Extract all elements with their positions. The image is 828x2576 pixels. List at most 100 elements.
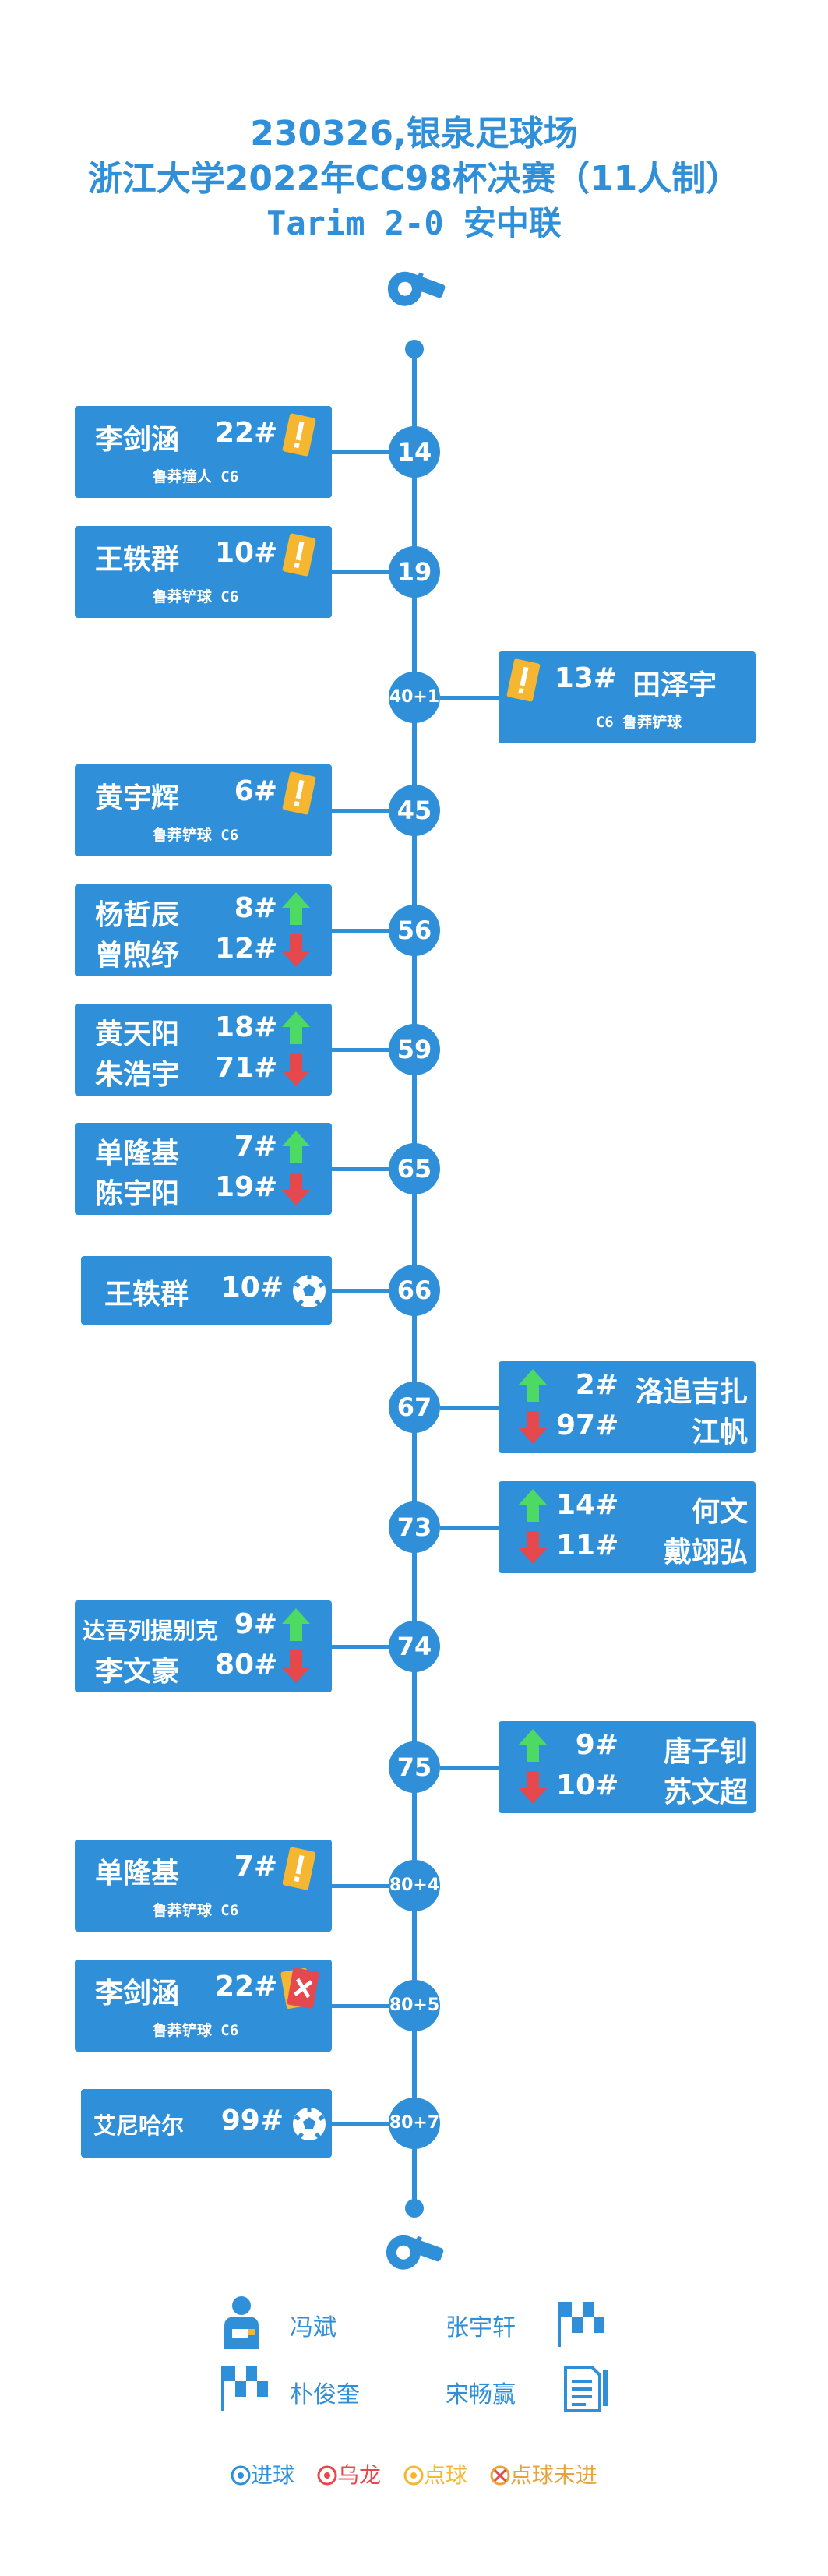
- sub-out-number: 97#: [556, 1410, 619, 1442]
- minute-marker: 80+5: [389, 1980, 440, 2031]
- sub-out-number: 80#: [215, 1649, 278, 1681]
- timeline-connector: [332, 929, 389, 933]
- timeline-connector: [332, 450, 389, 454]
- sub-out-player: 苏文超: [663, 1777, 748, 1808]
- player-name: 田泽宇: [632, 669, 717, 701]
- competition-title: 浙江大学2022年CC98杯决赛（11人制）: [87, 159, 741, 199]
- whistle-icon: [387, 271, 446, 306]
- player-number: 6#: [234, 775, 277, 807]
- foul-note: 鲁莽铲球 C6: [152, 1902, 239, 1919]
- sub-in-arrow-icon: [282, 1011, 310, 1044]
- sub-out-player: 江帆: [691, 1417, 748, 1449]
- minute-marker: 73: [389, 1501, 440, 1553]
- assistant-referee-1-name: 张宇轩: [446, 2314, 516, 2341]
- sub-in-arrow-icon: [282, 1608, 310, 1641]
- sub-out-number: 11#: [556, 1530, 619, 1561]
- referee-icon: [224, 2296, 259, 2349]
- sub-in-player: 黄天阳: [95, 1018, 180, 1050]
- legend-penalty: 点球: [403, 2462, 474, 2488]
- sub-in-number: 14#: [556, 1489, 619, 1521]
- sub-out-player: 戴翊弘: [663, 1537, 748, 1569]
- sub-in-number: 18#: [215, 1011, 278, 1043]
- minute-marker: 59: [389, 1024, 440, 1075]
- sub-out-player: 李文豪: [95, 1656, 180, 1688]
- sub-out-arrow-icon: [519, 1411, 547, 1444]
- sub-in-number: 9#: [575, 1729, 618, 1761]
- player-name: 王轶群: [95, 544, 180, 576]
- sub-in-number: 9#: [234, 1608, 277, 1640]
- event-card-yellow: 单隆基 7# 鲁莽铲球 C6: [75, 1840, 332, 1932]
- timeline-end-dot: [405, 2199, 424, 2218]
- yellow-card-icon: [506, 658, 541, 702]
- timeline-connector: [332, 2004, 389, 2008]
- sub-in-player: 唐子钊: [663, 1736, 748, 1768]
- player-number: 22#: [215, 417, 278, 449]
- sub-in-player: 杨哲辰: [95, 899, 180, 931]
- minute-marker: 74: [389, 1621, 440, 1672]
- foul-note: C6 鲁莽铲球: [595, 714, 682, 731]
- legend-own-goal-label: 乌龙: [337, 2462, 382, 2488]
- sub-out-number: 12#: [215, 933, 278, 965]
- foul-note: 鲁莽撞人 C6: [152, 468, 239, 485]
- goal-ball-icon: [291, 1273, 327, 1309]
- foul-note: 鲁莽铲球 C6: [152, 827, 239, 844]
- scorer-number: 99#: [220, 2105, 284, 2137]
- timeline-connector: [332, 809, 389, 813]
- yellow-card-icon: [282, 1847, 316, 1890]
- timeline-connector: [332, 1289, 389, 1293]
- legend: 进球 乌龙 点球 点球未进: [0, 2458, 828, 2490]
- timeline-connector: [440, 1526, 499, 1530]
- sub-out-arrow-icon: [519, 1771, 547, 1804]
- match-score: Tarim 2-0 安中联: [266, 204, 562, 242]
- sub-out-number: 19#: [215, 1171, 278, 1203]
- referee-name: 冯斌: [290, 2314, 336, 2341]
- sub-in-arrow-icon: [519, 1729, 547, 1762]
- sub-in-player: 洛追吉扎: [635, 1376, 748, 1408]
- penalty-missed-ball-icon: [490, 2465, 510, 2486]
- minute-marker: 19: [389, 546, 440, 598]
- sub-in-arrow-icon: [282, 1131, 310, 1163]
- timeline-connector: [440, 1406, 499, 1410]
- legend-goal-label: 进球: [251, 2462, 295, 2488]
- sub-in-arrow-icon: [519, 1369, 547, 1402]
- timeline-connector: [332, 1048, 389, 1052]
- legend-penalty-missed-label: 点球未进: [509, 2462, 597, 2488]
- scorer-number: 10#: [220, 1272, 284, 1304]
- timeline-connector: [332, 1645, 389, 1649]
- scorer-name: 王轶群: [104, 1279, 189, 1311]
- minute-marker: 67: [389, 1382, 440, 1433]
- minute-marker: 75: [389, 1741, 440, 1793]
- minute-marker: 65: [389, 1143, 440, 1194]
- minute-marker: 66: [389, 1265, 440, 1316]
- goal-ball-icon: [231, 2465, 251, 2486]
- minute-marker: 14: [389, 426, 440, 478]
- yellow-card-icon: [282, 771, 316, 815]
- flag-icon: [558, 2302, 604, 2347]
- player-name: 单隆基: [95, 1858, 180, 1890]
- sub-out-player: 曾煦纾: [95, 940, 180, 972]
- yellow-card-icon: [282, 533, 316, 577]
- assistant-referee-2-name: 朴俊奎: [290, 2381, 360, 2408]
- player-name: 李剑涵: [95, 1978, 180, 2010]
- timeline-connector: [440, 1766, 499, 1770]
- sub-in-arrow-icon: [519, 1489, 547, 1522]
- sub-out-arrow-icon: [282, 1173, 310, 1205]
- player-number: 10#: [215, 537, 278, 569]
- sub-in-number: 7#: [234, 1131, 277, 1163]
- whistle-icon: [386, 2235, 444, 2270]
- fourth-official-name: 宋畅赢: [446, 2381, 516, 2408]
- player-number: 7#: [234, 1851, 277, 1883]
- player-number: 22#: [215, 1971, 278, 2003]
- sub-out-arrow-icon: [282, 1650, 310, 1683]
